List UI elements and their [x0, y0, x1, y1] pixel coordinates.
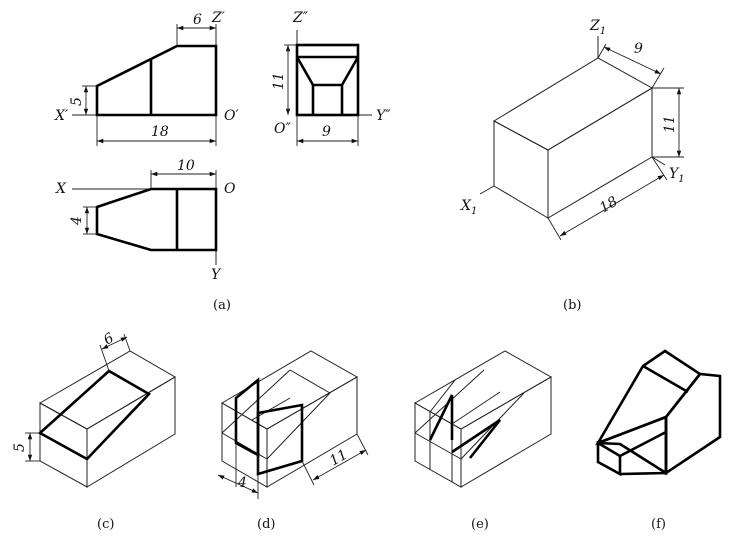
e-profile [451, 418, 502, 459]
front-dim-5-label: 5 [69, 97, 85, 106]
top-dim-10-label: 10 [177, 158, 195, 174]
front-z-label: Z′ [211, 10, 226, 26]
top-dim-4-label: 4 [69, 216, 85, 226]
dim-ext [651, 67, 665, 89]
d-right-face [266, 376, 358, 488]
box-left-face [493, 120, 549, 219]
front-outline [95, 44, 218, 117]
c-cut-profile [37, 369, 152, 461]
f-right-face [664, 372, 722, 476]
box-dim-18-line [559, 174, 665, 237]
d-dim-11-line [312, 449, 367, 481]
d-guide [289, 369, 331, 394]
front-o-label: O′ [224, 108, 239, 124]
caption-d: (d) [257, 517, 275, 532]
d-dim-11-label: 11 [327, 447, 350, 470]
box-dim-9-line [603, 46, 662, 75]
f-left-block [596, 440, 622, 477]
dim-ext [651, 156, 668, 181]
side-view: 11 9 Z″ O″ Y″ [271, 10, 391, 146]
f-top-profile [595, 349, 702, 446]
f-edge [619, 430, 667, 458]
box-x-label: X1 [460, 198, 477, 217]
box-y-axis [651, 156, 666, 166]
caption-f: (f) [651, 517, 666, 532]
dim-ext [301, 460, 315, 486]
c-dim-5-label: 5 [12, 443, 28, 452]
side-y-label: Y″ [376, 108, 391, 124]
side-o-label: O″ [274, 121, 291, 137]
caption-b: (b) [563, 298, 581, 313]
dim-ext [123, 333, 131, 352]
box-y-label: Y1 [669, 166, 685, 185]
box-dim-9-label: 9 [634, 41, 643, 57]
e-left-face [414, 402, 462, 488]
c-dim-6-line [101, 336, 128, 350]
front-dim-6-label: 6 [193, 12, 202, 28]
e-guide [429, 379, 456, 413]
box-z-label: Z1 [589, 18, 606, 37]
f-edge [619, 471, 667, 476]
f-edge [642, 364, 689, 394]
top-o-label: O [224, 181, 236, 197]
side-z-label: Z″ [292, 10, 309, 26]
d-top-face [221, 350, 359, 430]
c-dim-6-label: 6 [101, 330, 117, 348]
caption-c: (c) [97, 517, 114, 532]
caption-e: (e) [471, 517, 489, 532]
side-dim-9-label: 9 [322, 124, 331, 140]
front-dim-18-label: 18 [151, 124, 169, 140]
e-guide [451, 391, 501, 425]
d-guide [221, 369, 291, 434]
box-right-face [547, 87, 653, 219]
box-dim-18-label: 18 [597, 194, 621, 217]
d-guide [266, 392, 331, 460]
step-e [413, 350, 553, 488]
side-dim-11-label: 11 [271, 72, 287, 90]
bounding-box: 9 11 18 Z1 X1 Y1 [460, 18, 685, 241]
box-dim-11-label: 11 [662, 115, 678, 133]
dim-ext [597, 43, 607, 59]
dim-ext [356, 433, 369, 456]
top-x-label: X [55, 181, 67, 197]
side-trapezoid [295, 56, 360, 87]
e-top-face [413, 350, 553, 430]
d-dim-4-line [217, 474, 259, 494]
step-d: 4 11 [217, 350, 369, 499]
step-c: 6 5 [12, 330, 176, 488]
top-outline [95, 187, 218, 252]
e-right-face [460, 376, 552, 488]
d-dim-4-label: 4 [237, 475, 247, 491]
dim-ext [547, 217, 562, 241]
box-top-face [492, 57, 654, 151]
e-guide [414, 432, 462, 460]
front-view: 6 5 18 X′ Z′ O′ [54, 10, 239, 146]
caption-a: (a) [213, 298, 231, 313]
step-f [595, 349, 722, 477]
top-y-label: Y [211, 267, 222, 283]
dim-ext [99, 344, 110, 372]
front-x-label: X′ [54, 108, 69, 124]
d-guide [221, 432, 268, 460]
d-right-profile [256, 403, 304, 476]
side-outline [295, 43, 360, 117]
box-x-axis [479, 185, 495, 195]
e-profile [428, 394, 454, 441]
c-right-face [86, 376, 176, 488]
top-view: 10 4 X O Y [55, 158, 236, 283]
